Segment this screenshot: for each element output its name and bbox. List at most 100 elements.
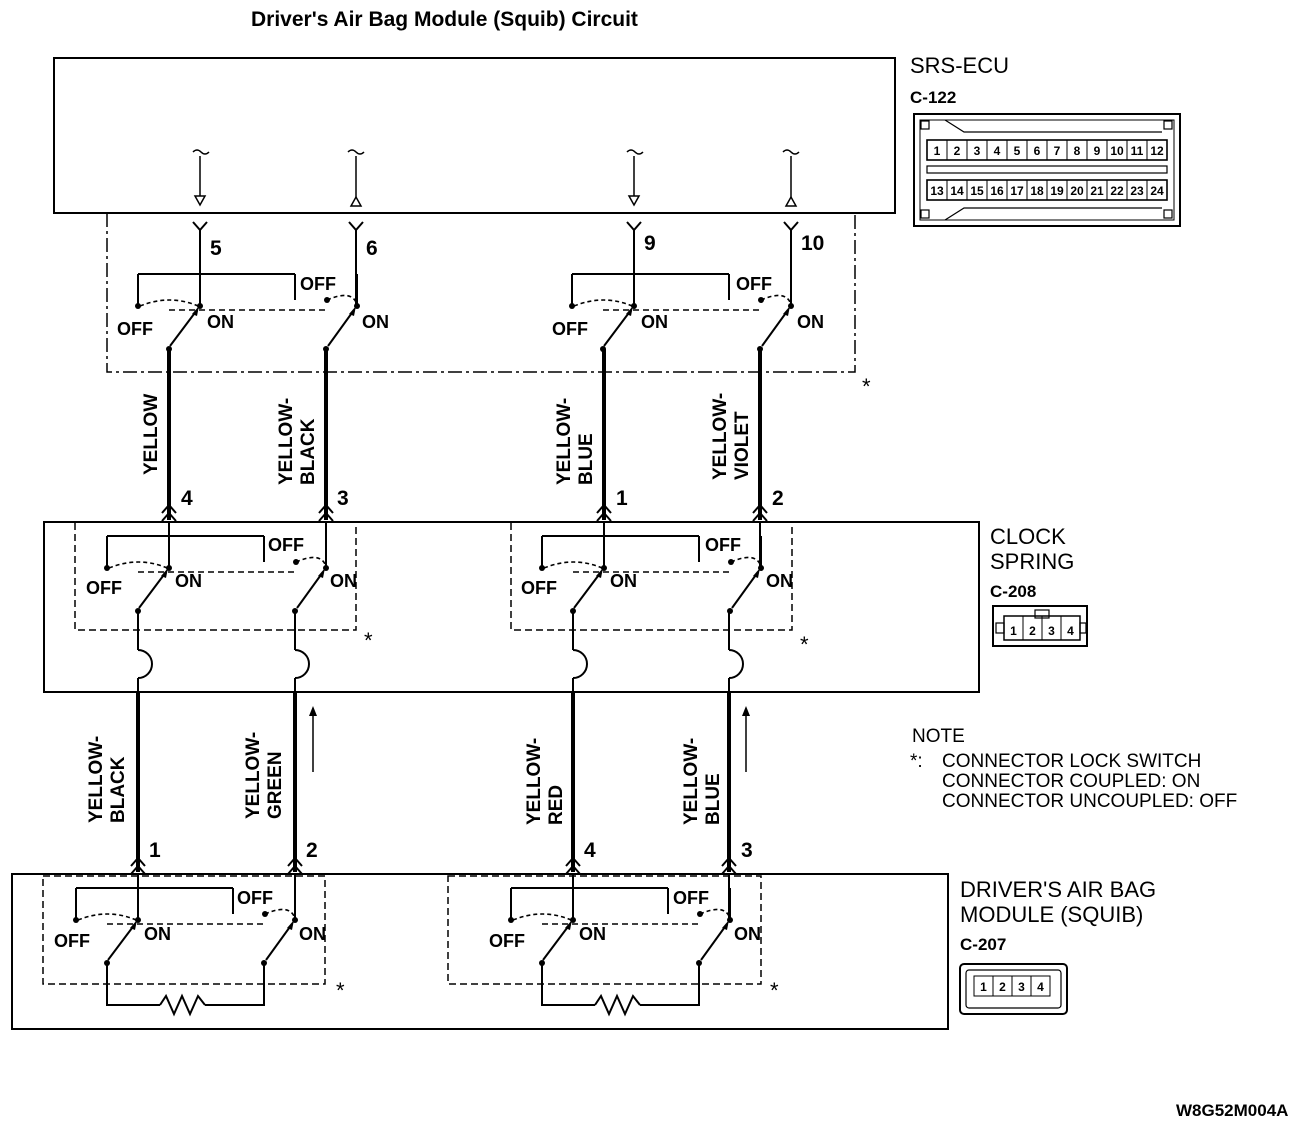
ecu-pin-10: 10	[801, 232, 824, 255]
cs-sw4-off: OFF	[705, 535, 741, 555]
module-pin-4: 4	[584, 839, 596, 862]
wire-yellow-green-2: GREEN	[265, 751, 286, 819]
ecu-internal-terminals	[192, 149, 800, 207]
ecu-sw1-on: ON	[207, 312, 234, 332]
ecu-pin-9: 9	[644, 232, 656, 255]
connector-cell	[1146, 139, 1168, 161]
clock-spring-label-2: SPRING	[990, 549, 1074, 574]
connector-cell-label: 4	[994, 144, 1001, 158]
connector-cell-label: 22	[1110, 184, 1124, 198]
connector-cell-label: 2	[1029, 624, 1036, 638]
ecu-sw4-on: ON	[797, 312, 824, 332]
connector-cell-label: 18	[1030, 184, 1044, 198]
clock-spring-pin-2: 2	[772, 487, 784, 510]
connector-cell-label: 4	[1037, 980, 1044, 994]
ecu-sw4-off: OFF	[736, 274, 772, 294]
connector-cell-label: 11	[1131, 144, 1144, 158]
connector-cell-label: 6	[1034, 144, 1041, 158]
note-line-2: CONNECTOR COUPLED: ON	[942, 771, 1200, 792]
module-pin-3: 3	[741, 839, 753, 862]
connector-cell	[1060, 615, 1081, 641]
wire-yellow-black-upper-2: BLACK	[298, 418, 319, 485]
mod-sw1-off: OFF	[54, 931, 90, 951]
connector-cell-label: 7	[1054, 144, 1061, 158]
connector-cell-label: 3	[974, 144, 981, 158]
connector-cell-label: 2	[999, 980, 1006, 994]
connector-cell-label: 3	[1018, 980, 1025, 994]
clock-spring-pin-3: 3	[337, 487, 349, 510]
connector-cell-label: 1	[1010, 624, 1017, 638]
connector-cell-label: 3	[1048, 624, 1055, 638]
clock-spring-upper-terminals	[161, 504, 768, 522]
connector-cell-label: 12	[1150, 144, 1164, 158]
cs-sw4-on: ON	[766, 571, 793, 591]
connector-cell-label: 14	[950, 184, 964, 198]
lower-wire-labels: YELLOW- BLACK YELLOW- GREEN YELLOW- RED …	[86, 732, 724, 825]
module-asterisk-left: *	[336, 978, 345, 1003]
cs-sw1-on: ON	[175, 571, 202, 591]
mod-sw2-off: OFF	[237, 888, 273, 908]
clock-spring-asterisk-left: *	[364, 628, 373, 653]
connector-cell-label: 1	[934, 144, 941, 158]
clock-spring-lock-boundary-right	[510, 521, 793, 631]
cs-sw1-off: OFF	[86, 578, 122, 598]
module-label-1: DRIVER'S AIR BAG	[960, 877, 1156, 902]
wire-yellow-red-1: YELLOW-	[524, 738, 545, 825]
mod-sw4-off: OFF	[673, 888, 709, 908]
connector-cell-label: 9	[1094, 144, 1101, 158]
upper-wire-labels: YELLOW YELLOW- BLACK YELLOW- BLUE YELLOW…	[141, 393, 753, 485]
connector-cell	[1146, 179, 1168, 201]
connector-cell	[1030, 975, 1051, 997]
connector-cell-label: 15	[970, 184, 984, 198]
wire-yellow-green-1: YELLOW-	[243, 732, 264, 819]
ecu-sw1-off: OFF	[117, 319, 153, 339]
wire-yellow-red-2: RED	[546, 785, 567, 825]
clock-spring-asterisk-right: *	[800, 632, 809, 657]
module-terminals	[130, 857, 737, 875]
upper-harness-wires	[167, 349, 762, 520]
connector-cell-label: 24	[1150, 184, 1164, 198]
clock-spring-coils	[137, 611, 744, 692]
ecu-connector-terminals	[192, 221, 799, 305]
squib-resistor-left	[106, 963, 265, 1017]
ecu-lock-switch-boundary	[106, 213, 856, 373]
wire-yellow-blue-lower-1: YELLOW-	[681, 738, 702, 825]
module-asterisk-right: *	[770, 978, 779, 1003]
lower-harness-wires	[136, 692, 731, 872]
squib-resistor-right	[541, 963, 700, 1017]
wire-yellow-violet-1: YELLOW-	[710, 393, 731, 480]
ecu-pin-6: 6	[366, 237, 378, 260]
cs-sw3-on: ON	[610, 571, 637, 591]
connector-cell-label: 16	[990, 184, 1004, 198]
figure-code: W8G52M004A	[1176, 1101, 1288, 1120]
clock-spring-pin-4: 4	[181, 487, 193, 510]
note-star: *:	[910, 751, 923, 772]
clock-spring-label-1: CLOCK	[990, 524, 1066, 549]
module-lock-boundary-left	[42, 875, 326, 985]
clock-spring-pin-1: 1	[616, 487, 628, 510]
current-flow-arrows	[309, 706, 750, 772]
diagram-title: Driver's Air Bag Module (Squib) Circuit	[251, 8, 638, 31]
connector-cell-label: 1	[980, 980, 987, 994]
mod-sw3-on: ON	[579, 924, 606, 944]
connector-cell-label: 20	[1070, 184, 1084, 198]
connector-cell-label: 21	[1090, 184, 1104, 198]
wire-yellow-black-lower-2: BLACK	[108, 756, 129, 823]
connector-cell-label: 13	[930, 184, 944, 198]
ecu-sw3-off: OFF	[552, 319, 588, 339]
connector-cell-label: 5	[1014, 144, 1021, 158]
srs-ecu-connector-code: C-122	[910, 88, 956, 107]
ecu-sw3-on: ON	[641, 312, 668, 332]
airbag-module-box	[11, 873, 949, 1030]
srs-ecu-label: SRS-ECU	[910, 53, 1009, 78]
wire-yellow-blue-upper-1: YELLOW-	[554, 398, 575, 485]
connector-cell-label: 17	[1010, 184, 1024, 198]
ecu-sw2-off: OFF	[300, 274, 336, 294]
ecu-pin-5: 5	[210, 237, 222, 260]
mod-sw4-on: ON	[734, 924, 761, 944]
clock-spring-lock-boundary-left	[74, 521, 357, 631]
